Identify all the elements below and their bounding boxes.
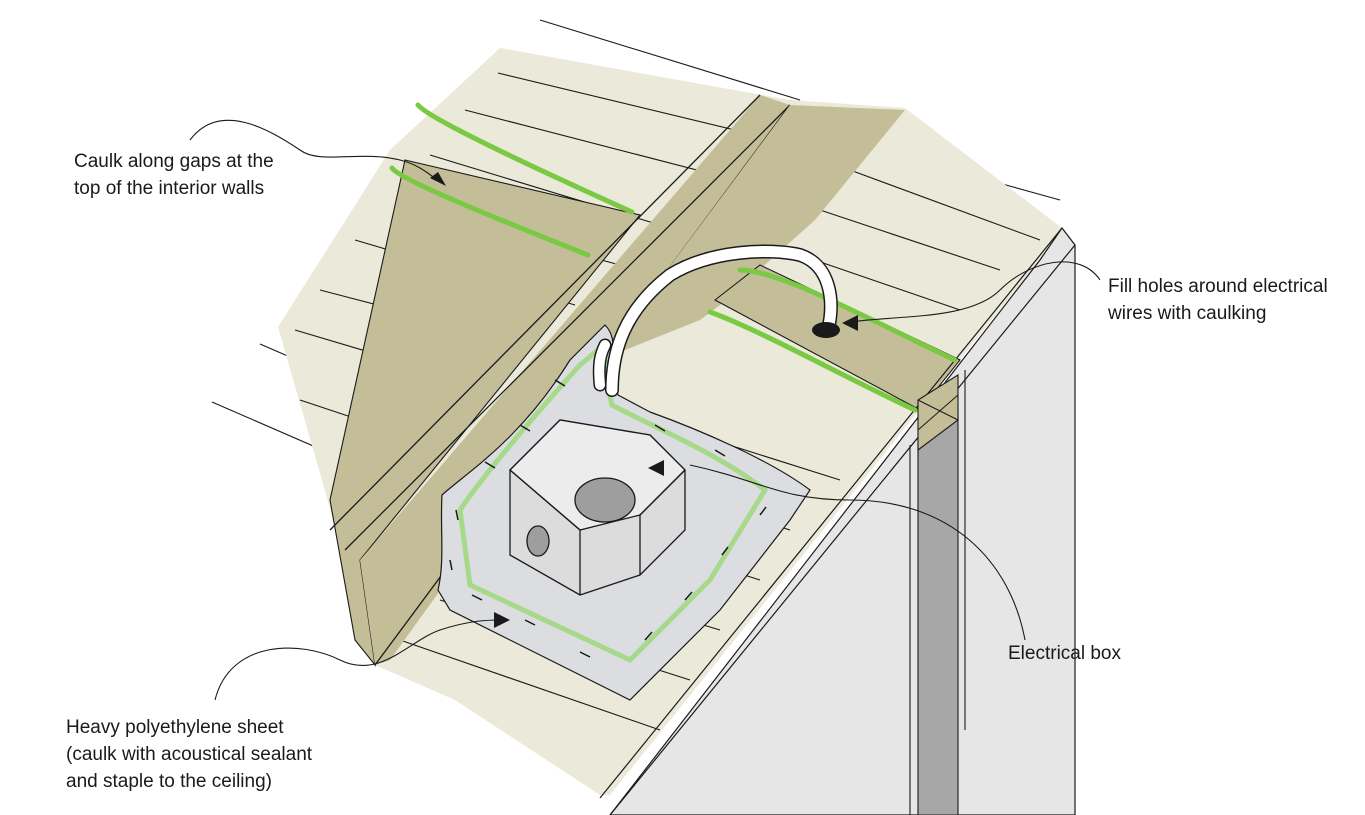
right-wall-face bbox=[609, 226, 1076, 815]
caulk-walls-label-line2: top of the interior walls bbox=[74, 178, 265, 199]
electrical-box-label: Electrical box bbox=[1008, 640, 1121, 667]
poly-sheet-label-line3: and staple to the ceiling) bbox=[66, 771, 272, 792]
poly-sheet-label: Heavy polyethylene sheet (caulk with aco… bbox=[66, 714, 312, 795]
right-wall-top-plate bbox=[600, 105, 905, 360]
box-knockout-top bbox=[574, 477, 636, 523]
leader-lines bbox=[189, 119, 1101, 701]
wall-stud bbox=[909, 370, 966, 815]
wall-edge-line bbox=[599, 227, 1063, 799]
box-knockout-side bbox=[526, 525, 550, 557]
caulk-walls-label: Caulk along gaps at the top of the inter… bbox=[74, 148, 274, 202]
poly-sheet-label-line2: (caulk with acoustical sealant bbox=[66, 744, 313, 765]
fill-holes-label-line2: wires with caulking bbox=[1108, 303, 1267, 324]
fill-holes-label-line1: Fill holes around electrical bbox=[1108, 276, 1328, 297]
fill-holes-label: Fill holes around electrical wires with … bbox=[1108, 273, 1328, 327]
electrical-box-label-line1: Electrical box bbox=[1008, 643, 1121, 664]
staples bbox=[449, 379, 767, 658]
caulk-walls-label-line1: Caulk along gaps at the bbox=[74, 151, 274, 172]
wall-edge-line-2 bbox=[609, 244, 1076, 815]
poly-sheet-label-line1: Heavy polyethylene sheet bbox=[66, 717, 284, 738]
conduit-pipe bbox=[592, 244, 840, 397]
right-wall-top-plate-front bbox=[713, 264, 961, 411]
electrical-box bbox=[509, 419, 686, 596]
arrowheads bbox=[430, 172, 858, 628]
